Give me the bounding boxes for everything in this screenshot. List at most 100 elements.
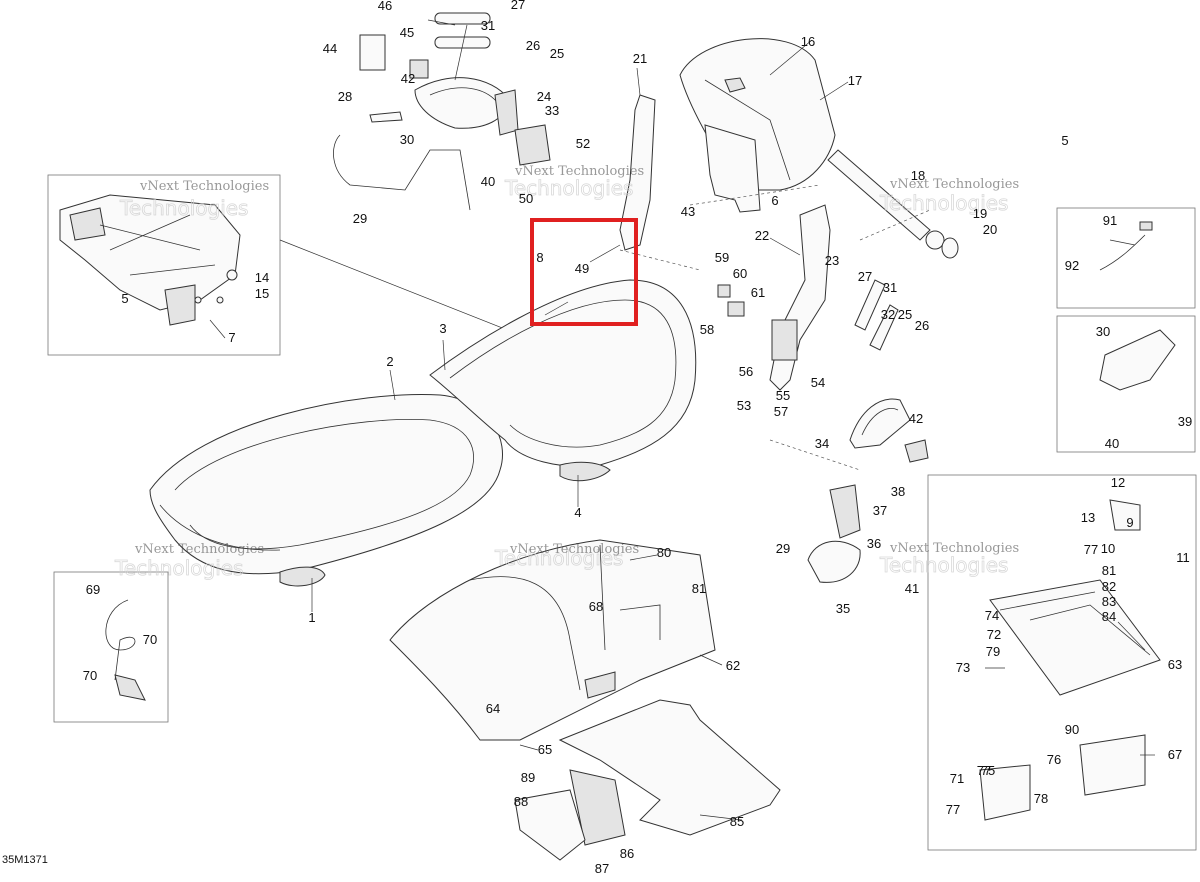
part-harness-plug xyxy=(1139,221,1153,231)
part-handle-top xyxy=(414,77,519,136)
callout-11: 11 xyxy=(1176,550,1190,565)
callout-35: 35 xyxy=(836,601,850,616)
callout-22: 22 xyxy=(755,228,769,243)
callout-30: 30 xyxy=(1096,324,1110,339)
callout-62: 62 xyxy=(726,658,740,673)
callout-91: 91 xyxy=(1103,213,1117,228)
callout-73: 73 xyxy=(956,660,970,675)
callout-57: 57 xyxy=(774,404,788,419)
highlight-box xyxy=(530,218,638,326)
part-handle-right xyxy=(849,398,929,463)
svg-text:Technologies: Technologies xyxy=(879,553,1008,577)
callout-68: 68 xyxy=(589,599,603,614)
callout-7: 7 xyxy=(228,330,235,345)
callout-36: 36 xyxy=(867,536,881,551)
callout-59: 59 xyxy=(715,250,729,265)
inset-harness-box xyxy=(1056,207,1196,309)
callout-34: 34 xyxy=(815,436,829,451)
callout-72: 72 xyxy=(987,627,1001,642)
callout-39: 39 xyxy=(1178,414,1192,429)
callout-82: 82 xyxy=(1102,579,1116,594)
part-cup-holder xyxy=(807,484,861,583)
callout-87: 87 xyxy=(595,861,609,876)
callout-63: 63 xyxy=(1168,657,1182,672)
svg-text:Technologies: Technologies xyxy=(114,556,243,580)
callout-81: 81 xyxy=(1102,563,1116,578)
callout-3: 3 xyxy=(439,321,446,336)
callout-26: 26 xyxy=(526,38,540,53)
callout-76: 76 xyxy=(1047,752,1061,767)
part-harness xyxy=(1099,234,1146,271)
callout-56: 56 xyxy=(739,364,753,379)
callout-19: 19 xyxy=(973,206,987,221)
callout-13: 13 xyxy=(1081,510,1095,525)
inset-bracket-box xyxy=(1056,315,1196,453)
callout-8: 8 xyxy=(536,250,543,265)
callout-29: 29 xyxy=(776,541,790,556)
part-tray xyxy=(389,539,716,741)
callout-88: 88 xyxy=(514,794,528,809)
part-seat-front xyxy=(429,279,697,482)
svg-text:vNext Technologies: vNext Technologies xyxy=(514,164,644,179)
callout-40: 40 xyxy=(481,174,495,189)
callout-40: 40 xyxy=(1105,436,1119,451)
part-frame xyxy=(59,194,241,326)
callout-27: 27 xyxy=(858,269,872,284)
callout-21: 21 xyxy=(633,51,647,66)
callout-9: 9 xyxy=(1126,515,1133,530)
part-sleeves xyxy=(434,12,899,351)
callout-41: 41 xyxy=(905,581,919,596)
callout-54: 54 xyxy=(811,375,825,390)
callout-74: 74 xyxy=(985,608,999,623)
callout-4: 4 xyxy=(574,505,581,520)
part-wire-tab xyxy=(114,674,146,701)
callout-38: 38 xyxy=(891,484,905,499)
callout-32: 32 xyxy=(881,307,895,322)
part-wire xyxy=(105,599,136,681)
callout-37: 37 xyxy=(873,503,887,518)
leader-lines xyxy=(209,19,1155,821)
callout-42: 42 xyxy=(401,71,415,86)
callout-79: 79 xyxy=(986,644,1000,659)
svg-text:Technologies: Technologies xyxy=(879,191,1008,215)
callout-64: 64 xyxy=(486,701,500,716)
frame-leader xyxy=(279,239,521,336)
callout-75: 75 xyxy=(981,763,995,778)
callout-65: 65 xyxy=(538,742,552,757)
callout-26: 26 xyxy=(915,318,929,333)
callout-77: 77 xyxy=(977,763,991,778)
callout-20: 20 xyxy=(983,222,997,237)
callout-2: 2 xyxy=(386,354,393,369)
callout-78: 78 xyxy=(1034,791,1048,806)
callout-42: 42 xyxy=(909,411,923,426)
callout-58: 58 xyxy=(700,322,714,337)
part-armrest xyxy=(333,111,471,211)
callout-28: 28 xyxy=(338,89,352,104)
part-pad xyxy=(514,769,626,861)
callout-83: 83 xyxy=(1102,594,1116,609)
callout-15: 15 xyxy=(255,286,269,301)
callout-17: 17 xyxy=(848,73,862,88)
watermarks: Technologies vNext Technologies Technolo… xyxy=(114,164,1020,580)
callout-93: 93 xyxy=(0,0,7,3)
callout-46: 46 xyxy=(378,0,392,13)
callout-50: 50 xyxy=(519,191,533,206)
part-bracket-22 xyxy=(769,204,831,391)
callout-77: 77 xyxy=(946,802,960,817)
callout-33: 33 xyxy=(545,103,559,118)
callout-44: 44 xyxy=(323,41,337,56)
callout-27: 27 xyxy=(511,0,525,12)
callout-16: 16 xyxy=(801,34,815,49)
callout-60: 60 xyxy=(733,266,747,281)
svg-text:Technologies: Technologies xyxy=(494,546,623,570)
callout-18: 18 xyxy=(911,168,925,183)
inset-wire-box xyxy=(53,571,169,723)
callout-86: 86 xyxy=(620,846,634,861)
part-small-top xyxy=(359,34,798,361)
callout-52: 52 xyxy=(576,136,590,151)
callout-31: 31 xyxy=(883,280,897,295)
svg-text:vNext Technologies: vNext Technologies xyxy=(889,177,1019,192)
